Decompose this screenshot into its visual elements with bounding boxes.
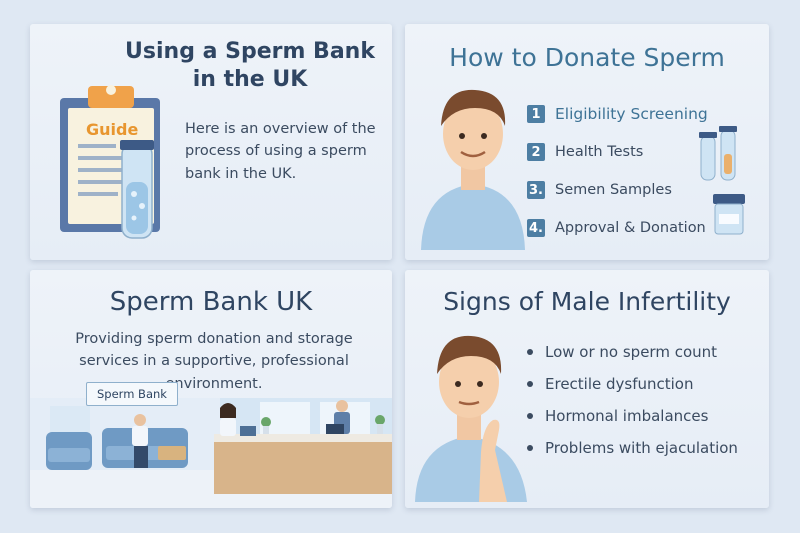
step-number: 3. (527, 181, 545, 199)
step-label: Health Tests (555, 144, 644, 160)
sign-label: Erectile dysfunction (545, 375, 694, 393)
bullet-icon (527, 413, 533, 419)
list-item: Hormonal imbalances (527, 400, 767, 432)
list-item: 4. Approval & Donation (527, 209, 727, 247)
step-number: 4. (527, 219, 545, 237)
thinking-man-illustration (415, 335, 527, 502)
bullet-icon (527, 349, 533, 355)
card-title: How to Donate Sperm (449, 43, 725, 72)
test-tubes-icon (699, 126, 737, 181)
bullet-icon (527, 381, 533, 387)
card-description: Here is an overview of the process of us… (185, 121, 376, 182)
clinic-reception-illustration (30, 398, 392, 508)
card-title: Signs of Male Infertility (443, 287, 731, 316)
sperm-bank-sign: Sperm Bank (86, 382, 178, 406)
step-label: Approval & Donation (555, 220, 706, 236)
how-to-donate-card: How to Donate Sperm 1 Eligibility Screen… (405, 24, 769, 260)
sperm-bank-uk-card: Sperm Bank UK Providing sperm donation a… (30, 270, 392, 508)
sign-label: Problems with ejaculation (545, 439, 738, 457)
bullet-icon (527, 445, 533, 451)
list-item: 1 Eligibility Screening (527, 95, 727, 133)
sign-label: Hormonal imbalances (545, 407, 709, 425)
male-infertility-signs-card: Signs of Male Infertility Low or no sper… (405, 270, 769, 508)
man-smiling-illustration (421, 89, 525, 250)
step-label: Eligibility Screening (555, 105, 708, 123)
sample-jar-icon (713, 194, 745, 235)
infertility-signs-list: Low or no sperm count Erectile dysfuncti… (527, 336, 767, 464)
step-number: 2 (527, 143, 545, 161)
list-item: 2 Health Tests (527, 133, 727, 171)
card-description: Providing sperm donation and storage ser… (75, 331, 353, 392)
card-title: Using a Sperm Bank in the UK (125, 39, 375, 92)
list-item: Low or no sperm count (527, 336, 767, 368)
sperm-bank-uk-guide-card: Using a Sperm Bank in the UK Guide Here … (30, 24, 392, 260)
card-title: Sperm Bank UK (109, 287, 313, 317)
clipboard-guide-illustration (60, 85, 160, 239)
list-item: Erectile dysfunction (527, 368, 767, 400)
step-label: Semen Samples (555, 182, 672, 198)
step-number: 1 (527, 105, 545, 123)
clipboard-label: Guide (86, 120, 139, 139)
list-item: Problems with ejaculation (527, 432, 767, 464)
sign-label: Low or no sperm count (545, 343, 718, 361)
donation-steps-list: 1 Eligibility Screening 2 Health Tests 3… (527, 95, 727, 247)
list-item: 3. Semen Samples (527, 171, 727, 209)
